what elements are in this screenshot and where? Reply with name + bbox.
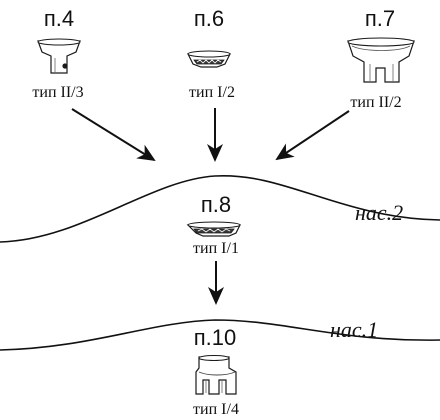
node-type: тип II/3 (32, 84, 83, 101)
node-title: п.8 (201, 192, 231, 217)
node-title: п.7 (365, 6, 395, 31)
node-p4: п.4 тип II/3 (32, 6, 83, 101)
arrow-p7-to-p8 (275, 110, 350, 161)
node-p6: п.6 тип I/2 (187, 6, 235, 101)
node-title: п.10 (194, 325, 237, 350)
node-p8: п.8 тип I/1 (186, 192, 241, 257)
layer-boundary-lower (0, 319, 440, 351)
vessel-icon (347, 37, 415, 83)
vessel-icon (187, 50, 231, 68)
node-title: п.4 (44, 6, 74, 31)
node-p10: п.10 тип I/4 (193, 325, 239, 418)
node-title: п.6 (194, 6, 224, 31)
node-type: тип I/4 (193, 401, 239, 418)
node-p7: п.7 тип II/2 (347, 6, 415, 111)
vessel-icon (195, 354, 237, 395)
arrow-p4-to-p8 (71, 108, 156, 162)
vessel-icon (186, 221, 241, 237)
node-type: тип I/2 (189, 84, 235, 101)
layer-label-nas1: нас.1 (330, 317, 378, 342)
layer-label-nas2: нас.2 (355, 200, 403, 225)
node-type: тип I/1 (193, 240, 239, 257)
layer-boundary-upper (0, 175, 440, 243)
node-type: тип II/2 (350, 94, 401, 111)
vessel-icon (37, 38, 81, 74)
